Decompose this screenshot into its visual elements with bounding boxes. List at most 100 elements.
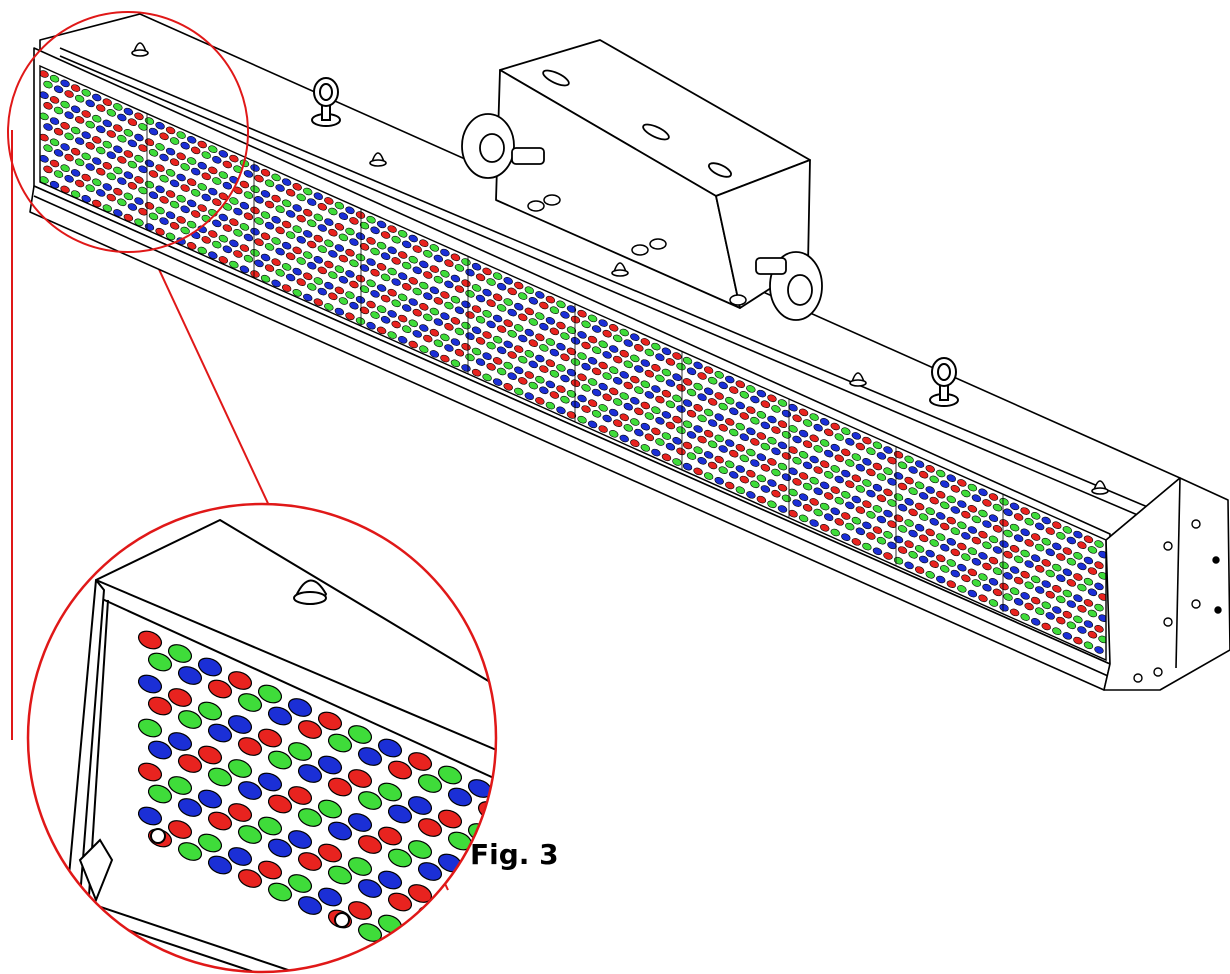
led-dot: [440, 248, 450, 257]
led-dot: [1056, 595, 1066, 604]
led-dot: [376, 284, 387, 292]
led-dot-zoomed: [387, 848, 413, 868]
led-dot: [862, 458, 872, 466]
led-dot-zoomed: [467, 955, 493, 972]
led-dot: [602, 414, 612, 423]
led-dot: [271, 194, 281, 203]
led-dot: [798, 408, 809, 417]
led-dot: [925, 486, 935, 494]
led-dot: [402, 325, 412, 333]
led-dot: [777, 399, 788, 407]
led-dot: [682, 441, 693, 450]
led-dot: [777, 505, 788, 513]
led-dot: [391, 235, 401, 244]
led-dot: [936, 575, 946, 584]
led-dot: [566, 347, 577, 356]
led-dot: [380, 273, 391, 282]
led-dot: [475, 337, 486, 345]
led-dot: [524, 371, 534, 379]
led-dot: [127, 203, 138, 211]
led-dot: [1062, 610, 1073, 619]
led-dot: [581, 384, 591, 392]
led-dot: [1077, 562, 1087, 571]
led-dot: [148, 127, 159, 136]
led-dot: [1009, 523, 1020, 532]
led-dot: [60, 164, 70, 172]
led-dot: [212, 198, 222, 206]
led-dot: [1013, 576, 1024, 585]
led-dot: [53, 85, 64, 94]
led-dot: [549, 391, 560, 399]
led-dot: [419, 239, 429, 247]
led-dot: [651, 427, 661, 436]
led-dot: [159, 174, 169, 183]
led-dot: [102, 140, 112, 149]
led-dot: [577, 415, 587, 424]
led-dot: [718, 402, 728, 411]
led-dot: [644, 348, 655, 357]
led-dot: [408, 277, 418, 285]
led-dot: [334, 307, 345, 316]
led-dot-zoomed: [417, 774, 443, 793]
led-dot: [92, 136, 102, 144]
led-dot: [113, 145, 123, 154]
led-dot: [40, 70, 49, 78]
led-dot: [412, 308, 422, 317]
led-dot: [750, 416, 760, 425]
led-dot: [798, 429, 809, 438]
led-dot: [767, 479, 777, 487]
led-dot: [233, 229, 243, 237]
led-dot: [866, 447, 876, 455]
led-dot-zoomed: [137, 718, 163, 738]
led-dot: [640, 422, 651, 431]
led-dot: [43, 165, 53, 174]
led-dot: [233, 250, 243, 258]
led-dot: [349, 259, 359, 268]
led-dot: [644, 369, 655, 378]
led-dot: [292, 204, 302, 212]
led-dot: [303, 187, 313, 196]
led-dot: [824, 471, 834, 479]
led-dot: [792, 478, 802, 486]
led-dot: [735, 422, 745, 431]
led-dot: [471, 284, 482, 292]
led-dot: [218, 213, 229, 222]
led-dot: [735, 380, 745, 388]
led-dot: [824, 449, 834, 458]
led-dot: [334, 201, 345, 210]
led-dot: [897, 482, 908, 491]
led-dot: [524, 350, 534, 358]
led-dot: [735, 465, 745, 473]
led-dot: [598, 382, 608, 391]
led-dot: [380, 316, 391, 324]
led-dot-zoomed: [207, 679, 233, 699]
led-dot: [254, 259, 264, 268]
led-dot: [271, 279, 281, 288]
led-dot: [338, 233, 349, 242]
led-dot: [925, 528, 935, 537]
led-dot-zoomed: [327, 865, 353, 885]
led-dot: [454, 285, 465, 293]
led-dot: [433, 297, 444, 305]
led-dot: [940, 565, 950, 573]
led-dot: [876, 452, 887, 460]
led-dot: [777, 462, 788, 471]
led-dot: [992, 567, 1003, 575]
led-dot: [1003, 572, 1013, 580]
led-dot: [862, 436, 872, 445]
led-dot: [581, 341, 591, 350]
led-dot: [475, 273, 486, 282]
led-dot-zoomed: [437, 941, 463, 961]
led-dot: [212, 177, 222, 185]
led-dot: [113, 166, 123, 175]
led-dot: [862, 500, 872, 508]
led-dot: [239, 265, 250, 274]
led-dot: [777, 420, 788, 428]
led-dot: [328, 292, 338, 301]
led-dot: [423, 292, 433, 300]
led-dot: [535, 354, 545, 363]
led-dot: [53, 170, 64, 178]
led-dot: [165, 211, 176, 219]
led-dot: [834, 496, 844, 505]
led-dot: [359, 264, 370, 272]
